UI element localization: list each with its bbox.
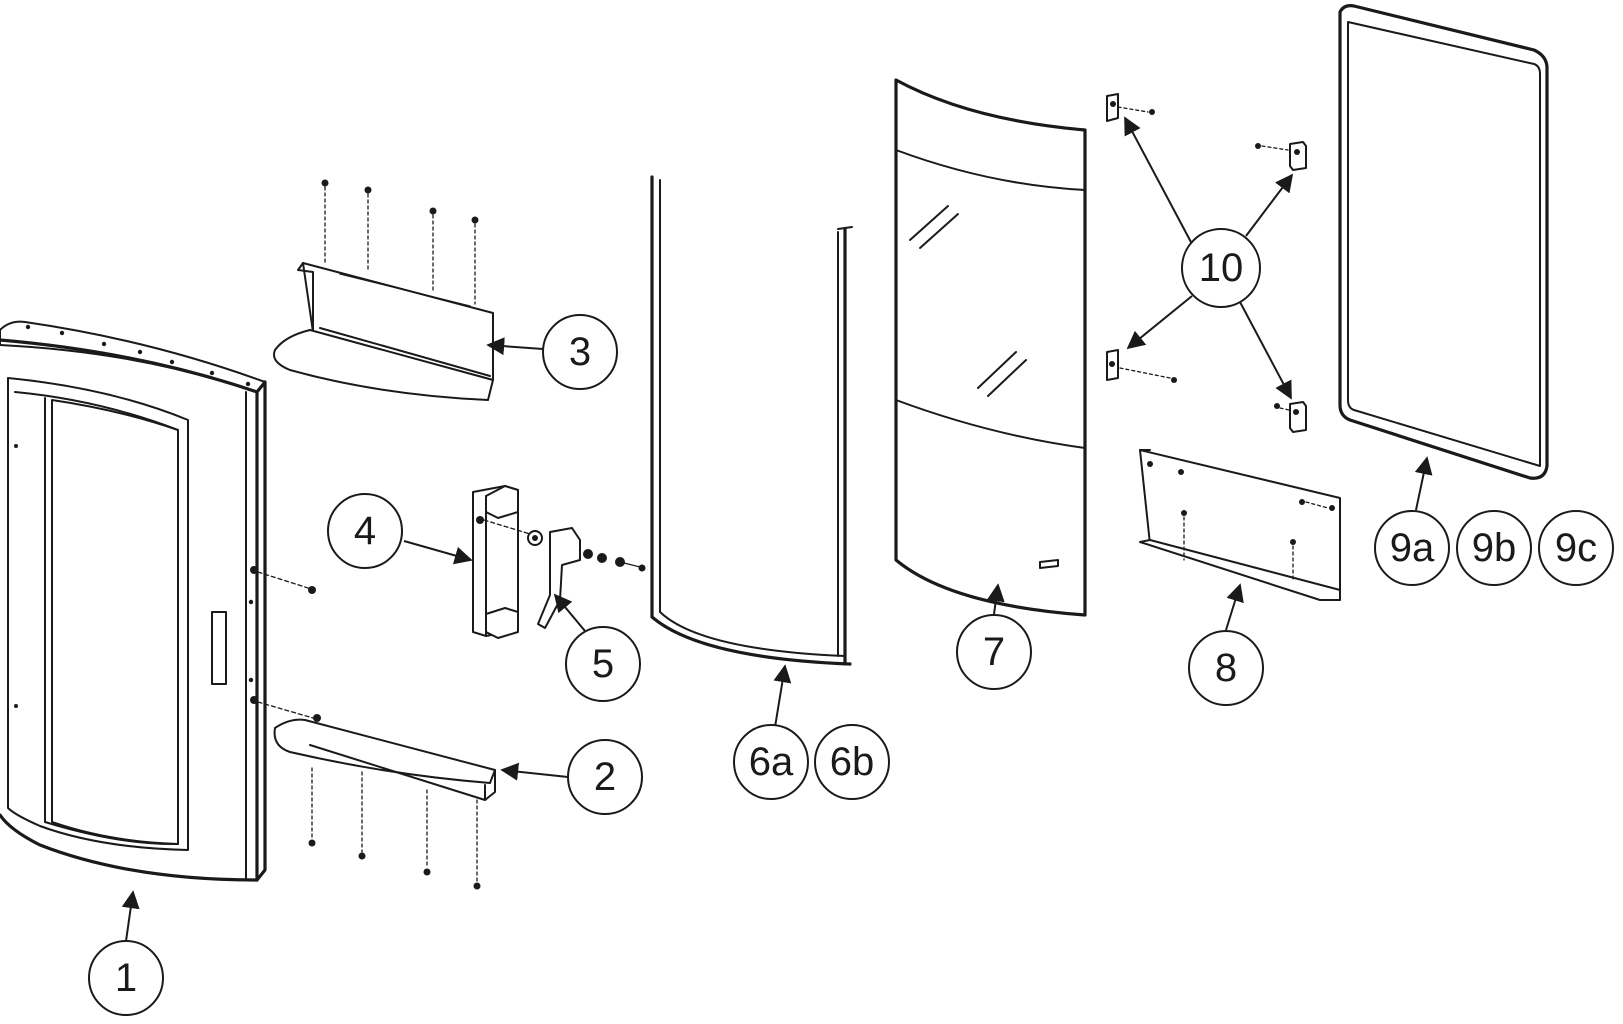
callout-4: 4 — [327, 493, 403, 569]
part-6-curved-seal — [650, 175, 853, 666]
part-10-clips — [1106, 93, 1307, 433]
part-1-door-frame — [0, 320, 321, 882]
part-5-hinge-arm — [527, 527, 646, 629]
callout-9a: 9a — [1374, 510, 1450, 586]
svg-text:4: 4 — [354, 509, 376, 553]
part-4-hinge-plate — [472, 485, 541, 639]
svg-text:2: 2 — [594, 755, 616, 799]
clip-top-left — [1106, 93, 1155, 122]
svg-text:9b: 9b — [1472, 526, 1517, 570]
part-8-lower-channel — [1139, 449, 1341, 601]
callout-8: 8 — [1188, 630, 1264, 706]
callout-10: 10 — [1181, 228, 1261, 308]
leader-lines — [121, 116, 1433, 942]
part-2-bottom-bracket — [273, 718, 496, 890]
clip-top-right — [1255, 141, 1307, 171]
callout-6a: 6a — [733, 724, 809, 800]
callout-9c: 9c — [1538, 510, 1614, 586]
callout-5: 5 — [565, 626, 641, 702]
svg-text:6a: 6a — [749, 740, 794, 784]
clip-bottom-right — [1274, 401, 1307, 433]
svg-text:3: 3 — [569, 330, 591, 374]
svg-text:9c: 9c — [1555, 526, 1597, 570]
svg-text:9a: 9a — [1390, 526, 1435, 570]
svg-text:5: 5 — [592, 642, 614, 686]
part-3-screws — [321, 179, 479, 305]
part-7-curved-glass — [894, 78, 1087, 617]
callout-1: 1 — [88, 940, 164, 1016]
callout-2: 2 — [567, 739, 643, 815]
callout-7: 7 — [956, 614, 1032, 690]
part-9-rect-seal — [1338, 4, 1549, 480]
part-3-top-bracket — [273, 179, 494, 401]
clip-bottom-left — [1106, 349, 1177, 383]
svg-text:10: 10 — [1199, 246, 1244, 290]
part-2-screws — [308, 767, 481, 890]
callout-9b: 9b — [1456, 510, 1532, 586]
svg-text:8: 8 — [1215, 646, 1237, 690]
svg-text:7: 7 — [983, 630, 1005, 674]
svg-text:6b: 6b — [830, 740, 875, 784]
callout-6b: 6b — [814, 724, 890, 800]
callout-3: 3 — [542, 314, 618, 390]
svg-text:1: 1 — [115, 956, 137, 1000]
